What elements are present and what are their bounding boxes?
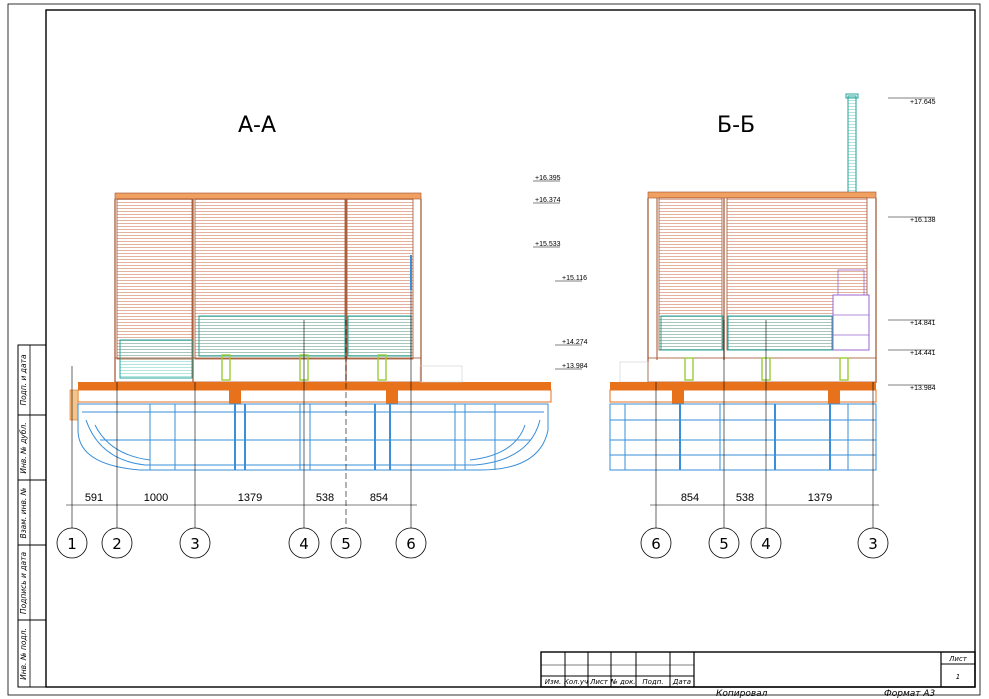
sheet-number: 1: [956, 673, 960, 681]
aa-bench: [347, 315, 412, 357]
bb-axis-label: 6: [651, 535, 661, 553]
bb-axis-label: 4: [761, 535, 771, 553]
axis-marker: [708, 527, 740, 559]
aa-dimension: 591: [85, 492, 103, 504]
axis-marker: [857, 527, 889, 559]
outer-frame: [7, 3, 981, 696]
aa-axis-label: 1: [67, 535, 77, 553]
aa-dimension: 1000: [144, 492, 168, 504]
aa-dimension: 538: [316, 492, 334, 504]
side-stamp-label: Инв. № дубл.: [19, 422, 28, 473]
aa-axis-label: 2: [112, 535, 122, 553]
sheet-label: Лист: [948, 655, 968, 663]
title-block-column: Дата: [672, 678, 691, 686]
aa-pontoon: [77, 403, 549, 471]
title-block-column: Кол.уч: [564, 678, 588, 686]
aa-level-mark: +16.374: [535, 197, 561, 204]
aa-level-mark: +15.533: [535, 241, 561, 248]
axis-marker: [395, 527, 427, 559]
title-block-column: Изм.: [545, 678, 561, 686]
axis-marker: [56, 527, 88, 559]
aa-axis-label: 5: [341, 535, 351, 553]
aa-level-mark: +13.984: [562, 363, 588, 370]
axis-marker: [750, 527, 782, 559]
bb-axis-label: 3: [868, 535, 878, 553]
title-block-column: Лист: [589, 678, 609, 686]
aa-bench: [119, 339, 193, 379]
axis-marker: [101, 527, 133, 559]
aa-wall-left: [116, 198, 193, 360]
side-stamp-label: Взам. инв. №: [19, 487, 28, 538]
bb-dimension: 538: [736, 492, 754, 504]
bb-axis-markers: [640, 527, 889, 559]
format-label: Формат А3: [884, 689, 936, 699]
bb-dimension: 1379: [808, 492, 832, 504]
axis-marker: [288, 527, 320, 559]
section-bb-title: Б-Б: [717, 113, 755, 138]
side-stamp: Подп. и дата Инв. № дубл. Взам. инв. № П…: [17, 344, 47, 688]
axis-marker: [330, 527, 362, 559]
axis-marker: [640, 527, 672, 559]
section-bb-drawing: [609, 93, 935, 528]
section-aa-title: А-А: [238, 113, 276, 138]
title-block: [540, 651, 976, 688]
bb-level-mark: +13.984: [910, 385, 936, 392]
aa-deck: [78, 382, 551, 390]
aa-level-mark: +14.274: [562, 339, 588, 346]
aa-level-mark: +16.395: [535, 175, 561, 182]
bb-level-mark: +14.441: [910, 350, 936, 357]
aa-axis-markers: [56, 527, 427, 559]
title-block-column: № док.: [609, 678, 635, 686]
side-stamp-label: Подп. и дата: [19, 354, 28, 405]
bb-level-mark: +17.645: [910, 99, 936, 106]
copied-label: Копировал: [716, 689, 768, 699]
aa-dimension: 1379: [238, 492, 262, 504]
section-aa-drawing: [66, 180, 582, 528]
bb-dimension: 854: [681, 492, 699, 504]
title-block-column: Подп.: [642, 678, 663, 686]
axis-marker: [179, 527, 211, 559]
aa-dimension: 854: [370, 492, 388, 504]
aa-axis-label: 4: [299, 535, 309, 553]
aa-axis-label: 6: [406, 535, 416, 553]
bb-stove: [832, 294, 870, 351]
side-stamp-label: Подпись и дата: [19, 552, 28, 615]
bb-axis-label: 5: [719, 535, 729, 553]
aa-axis-label: 3: [190, 535, 200, 553]
bb-level-mark: +14.841: [910, 320, 936, 327]
side-stamp-label: Инв. № подл.: [19, 628, 28, 680]
aa-level-mark: +15.116: [562, 275, 587, 282]
aa-bench: [198, 315, 346, 357]
bb-level-mark: +16.138: [910, 217, 936, 224]
